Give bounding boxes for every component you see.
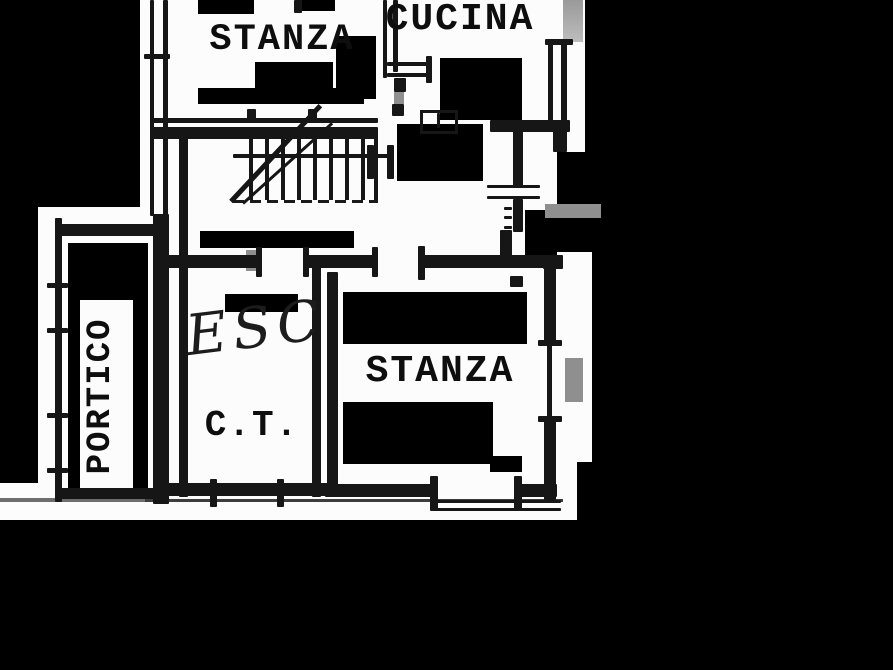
- room-label-stanza-top: STANZA: [209, 19, 355, 61]
- door-threshold: [487, 196, 540, 199]
- wall-step-horiz: [490, 120, 570, 132]
- flue-fixture: [420, 110, 458, 134]
- scan-void: [300, 0, 335, 11]
- scan-void: [132, 262, 148, 490]
- door-leaf-mark: [394, 92, 404, 104]
- ground-line: [0, 498, 145, 502]
- wall-kitchen-right: [561, 40, 567, 124]
- wall-kitchen-left: [383, 0, 387, 78]
- door-jamb-mark: [247, 109, 256, 120]
- door-jamb-mark: [418, 246, 425, 280]
- door-jamb-mark: [372, 247, 378, 277]
- window-sill-mark: [144, 54, 170, 59]
- annotation-esc: ESC: [182, 287, 330, 370]
- wall-kitchen-left: [393, 0, 398, 72]
- door-jamb-mark: [277, 479, 284, 507]
- door-jamb-mark: [210, 479, 217, 507]
- scan-void: [198, 0, 254, 14]
- scan-void: [343, 292, 527, 344]
- door-hinge-mark: [394, 78, 406, 92]
- wall-east-lower: [513, 199, 523, 232]
- wall-portico-right: [153, 214, 169, 504]
- room-label-portico: PORTICO: [82, 317, 120, 475]
- stair-tread: [249, 133, 253, 200]
- window-sill-mark: [538, 416, 562, 422]
- scan-void: [68, 300, 81, 490]
- scan-void: [198, 88, 364, 104]
- scan-void: [336, 36, 376, 99]
- watermark-streak: [563, 0, 583, 42]
- wall-hall: [168, 255, 260, 268]
- hinge-dash: [504, 216, 512, 219]
- stair-mid-line: [233, 154, 393, 158]
- wall-stanza-left: [327, 272, 338, 497]
- scan-void: [200, 231, 354, 248]
- door-threshold: [435, 508, 561, 511]
- stair-tread: [345, 133, 349, 200]
- porch-post-mark: [47, 283, 68, 288]
- wall-left-inner: [163, 0, 168, 216]
- porch-post-mark: [47, 413, 68, 418]
- door-threshold: [435, 500, 561, 503]
- wall-portico-bottom: [55, 488, 169, 499]
- porch-post-mark: [47, 468, 68, 473]
- stair-tread: [313, 133, 317, 200]
- wall-east-step: [500, 230, 512, 257]
- hinge-dash: [504, 207, 512, 210]
- window-sill-mark: [545, 39, 573, 45]
- wall-ct-left: [179, 255, 188, 497]
- flue-divider: [437, 113, 440, 128]
- stair-tread: [374, 133, 378, 200]
- scan-void: [343, 402, 493, 464]
- wall-stanza-bottom: [325, 484, 438, 497]
- wall-hall: [305, 255, 378, 268]
- wall-stanza-right: [544, 418, 556, 500]
- wall-stair-left: [179, 127, 188, 257]
- paper-region: [80, 300, 133, 488]
- scan-void: [225, 294, 298, 312]
- wall-portico-left: [55, 218, 62, 502]
- wall-stair-top-thin: [150, 118, 378, 123]
- scan-void: [490, 456, 522, 472]
- door-jamb-mark: [367, 145, 374, 179]
- wall-kitchen-stub: [387, 62, 429, 66]
- hinge-dash: [504, 226, 512, 229]
- wall-kitchen-stub: [387, 73, 429, 77]
- scan-void: [440, 58, 522, 120]
- door-jamb-mark: [514, 476, 522, 511]
- wall-step-vert: [553, 130, 567, 152]
- door-jamb-mark: [430, 476, 438, 511]
- wall-east-upper: [513, 130, 523, 187]
- watermark-streak: [545, 204, 601, 218]
- wall-kitchen-right: [548, 40, 553, 124]
- wall-stub-top: [294, 0, 302, 13]
- door-jamb-mark: [426, 56, 432, 83]
- stair-tread: [361, 133, 365, 200]
- stair-bottom-line: [233, 200, 378, 203]
- window-thin-line: [547, 344, 552, 420]
- door-hinge-mark: [510, 276, 523, 287]
- wall-ct-right: [312, 260, 321, 497]
- porch-post-mark: [47, 328, 68, 333]
- room-label-ct: C.T.: [204, 405, 300, 446]
- wall-left-outer: [150, 0, 154, 216]
- window-glass-mark: [565, 358, 583, 402]
- door-threshold: [487, 185, 540, 188]
- wall-hall: [420, 255, 555, 268]
- wall-stanza-right: [544, 262, 556, 344]
- scan-void: [255, 62, 333, 93]
- door-jamb-mark: [387, 145, 394, 179]
- window-sill-mark: [538, 340, 562, 346]
- stair-tread: [297, 133, 301, 200]
- wall-ct-bottom: [168, 483, 331, 496]
- door-jamb-mark: [303, 247, 309, 277]
- room-label-stanza-bottom: STANZA: [365, 350, 515, 393]
- door-jamb-mark: [256, 247, 262, 277]
- stair-tread: [329, 133, 333, 200]
- wall-portico-top: [55, 224, 169, 236]
- door-hinge-mark: [392, 104, 404, 116]
- room-label-cucina: CUCINA: [385, 0, 535, 41]
